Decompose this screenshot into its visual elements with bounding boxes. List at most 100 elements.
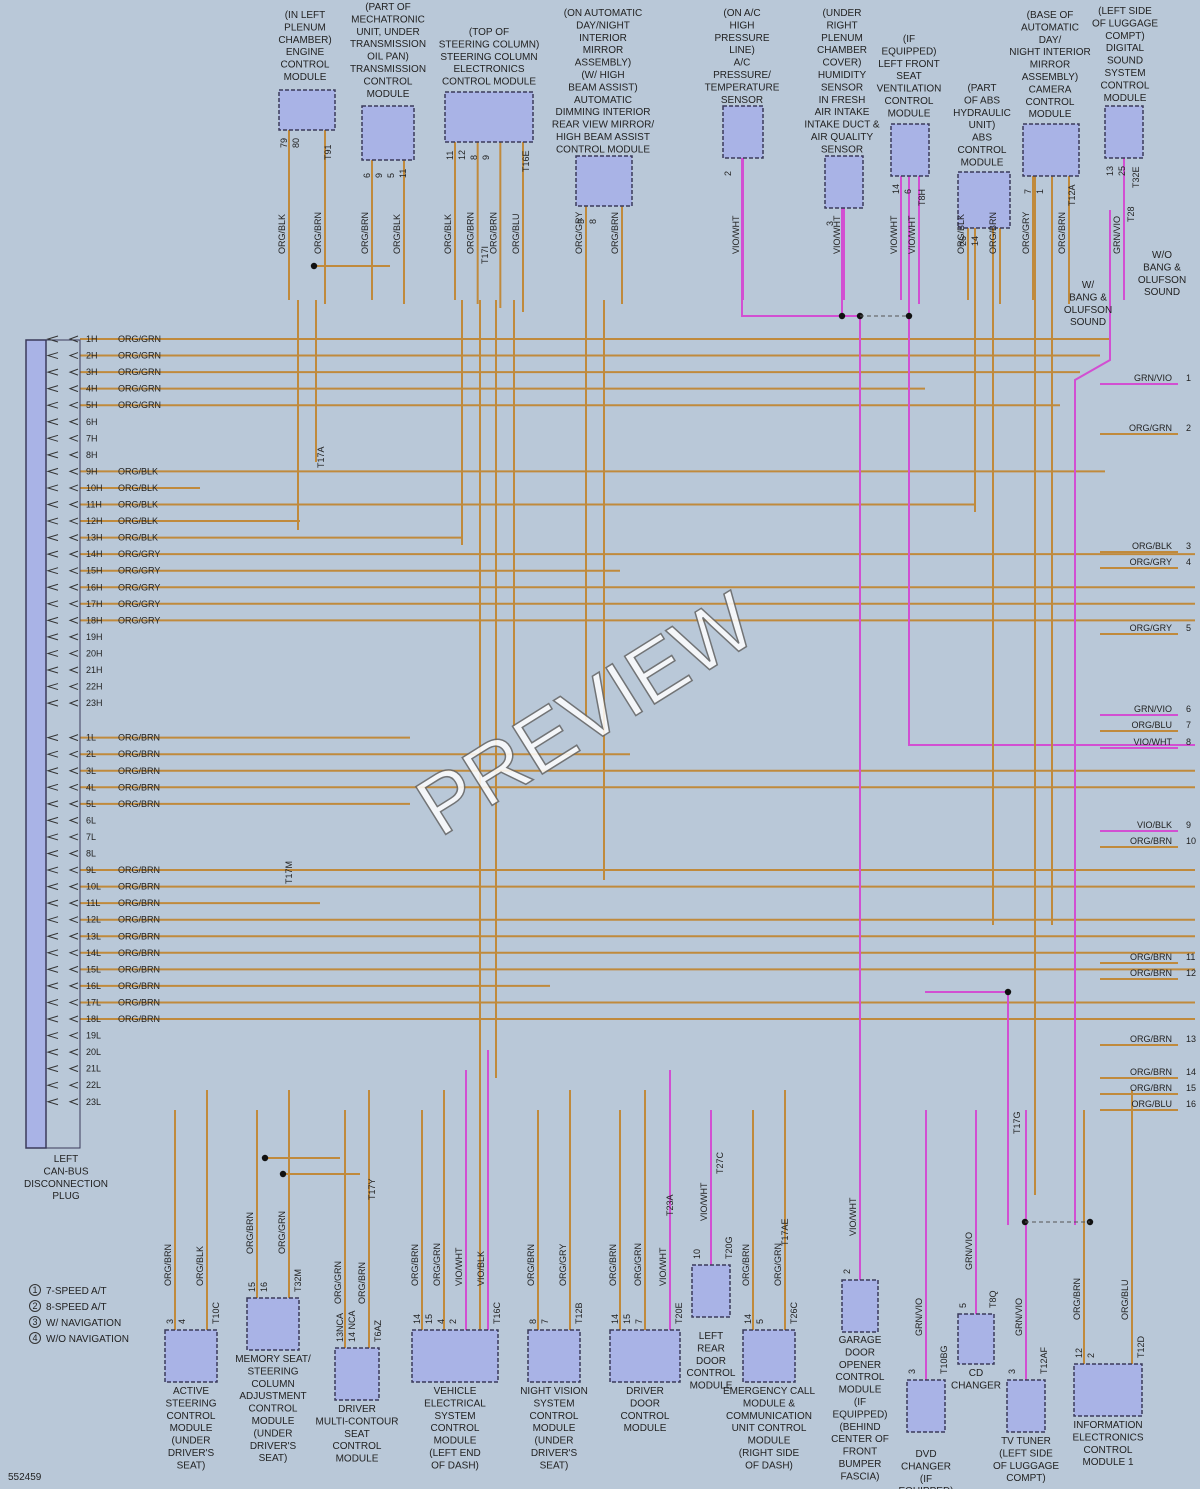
top-module-caption: UNIT) [969, 120, 996, 131]
top-module-wire-color: ORG/BRN [988, 212, 998, 254]
bottom-module-pin-number: 15 [247, 1282, 257, 1292]
top-module-caption: AIR QUALITY [811, 132, 874, 143]
bottom-module-caption: MODULE 1 [1082, 1457, 1134, 1468]
bottom-module-wire-color: ORG/BRN [410, 1244, 420, 1286]
plug-pin-marker [46, 850, 59, 857]
bottom-module-pin-number: 2 [1086, 1353, 1096, 1358]
bottom-module-box [609, 1329, 681, 1383]
plug-pin-marker [46, 567, 59, 575]
bottom-module-connector: T6AZ [373, 1319, 383, 1342]
bottom-module-caption: CENTER OF [831, 1434, 889, 1445]
plug-pin-marker [68, 484, 79, 492]
plug-pin-marker [46, 600, 59, 608]
bottom-module-pin-number: 5 [755, 1319, 765, 1324]
top-module-caption: BEAM ASSIST) [568, 82, 637, 93]
bottom-module-connector: T32M [293, 1269, 303, 1292]
plug-pin-marker [68, 1081, 79, 1089]
plug-pin-number: 2L [86, 749, 96, 759]
top-module-caption: HUMIDITY [818, 70, 867, 81]
note-text: W/ NAVIGATION [46, 1318, 121, 1329]
plug-pin-wire-color: ORG/BLK [118, 533, 158, 543]
plug-pin-number: 12H [86, 516, 103, 526]
bottom-module-caption: CHANGER [901, 1461, 951, 1472]
plug-pin-number: 9H [86, 466, 98, 476]
plug-pin-marker [68, 1098, 79, 1106]
bottom-module-pin-number: 14 [412, 1314, 422, 1324]
top-module-connector: T32E [1131, 166, 1141, 188]
connector-t17m: T17M [284, 861, 294, 884]
plug-pin-marker [68, 783, 79, 791]
bottom-module-caption: TV TUNER [1001, 1436, 1051, 1447]
top-module-wire-color: VIO/WHT [731, 215, 741, 254]
top-module-caption: OF ABS [964, 95, 1000, 106]
plug-pin-wire-color: ORG/GRN [118, 400, 161, 410]
bottom-module-connector: T10BG [939, 1345, 949, 1374]
note-marker [29, 1284, 41, 1296]
plug-pin-number: 6L [86, 815, 96, 825]
top-module-pin-number: 8 [588, 219, 598, 224]
bottom-module-caption: CONTROL [836, 1372, 885, 1383]
bottom-module-caption: GARAGE [839, 1335, 882, 1346]
bottom-module-caption: FASCIA) [841, 1471, 880, 1482]
bottom-module-caption: STEERING [165, 1398, 216, 1409]
plug-pin-marker [68, 850, 79, 857]
note-text: 8-SPEED A/T [46, 1302, 107, 1313]
plug-pin-number: 20L [86, 1047, 101, 1057]
plug-pin-marker [46, 899, 59, 907]
plug-pin-number: 12L [86, 915, 101, 925]
plug-pin-marker [68, 583, 79, 591]
right-ref-number: 8 [1186, 737, 1191, 747]
right-ref-number: 9 [1186, 820, 1191, 830]
plug-pin-marker [68, 750, 79, 758]
right-ref-number: 3 [1186, 541, 1191, 551]
plug-pin-marker [46, 866, 59, 874]
plug-pin-marker [68, 434, 79, 442]
top-module-wire-color: ORG/BRN [313, 212, 323, 254]
bottom-module-caption: SYSTEM [533, 1398, 574, 1409]
plug-pin-marker [68, 451, 79, 459]
memory-seat-splice-1 [261, 1154, 269, 1162]
plug-pin-marker [68, 949, 79, 957]
plug-pin-number: 1L [86, 733, 96, 743]
right-ref-number: 14 [1186, 1067, 1196, 1077]
top-module-pin-number: 9 [374, 173, 384, 178]
top-module-caption: AIR INTAKE [815, 107, 870, 118]
plug-pin-marker [68, 883, 79, 891]
top-module-wire-color: GRN/VIO [1112, 216, 1122, 254]
right-ref-number: 12 [1186, 968, 1196, 978]
top-module-caption: PRESSURE/ [713, 70, 771, 81]
bottom-module-caption: (UNDER [535, 1436, 574, 1447]
bottom-module-pin-number: 15 [424, 1314, 434, 1324]
sound-wire [1074, 210, 1111, 1225]
plug-pin-marker [68, 1048, 79, 1056]
plug-pin-wire-color: ORG/BRN [118, 981, 160, 991]
top-module-connector: T12A [1067, 184, 1077, 206]
top-module-pin-number: 14 [891, 184, 901, 194]
plug-pin-number: 9L [86, 865, 96, 875]
bottom-module-caption: CD [969, 1368, 983, 1379]
connector-t17g: T17G [1012, 1111, 1022, 1134]
top-module-connector: T91 [323, 144, 333, 160]
connector-t28: T28 [1126, 206, 1136, 222]
bottom-module-box [527, 1329, 581, 1383]
top-module-caption: TRANSMISSION [350, 39, 426, 50]
plug-pin-marker [46, 418, 59, 426]
right-ref-color: ORG/GRY [1130, 557, 1172, 567]
right-ref-color: VIO/WHT [1134, 737, 1173, 747]
plug-pin-marker [68, 517, 79, 525]
bottom-module-wire-color: ORG/BRN [245, 1212, 255, 1254]
plug-pin-marker [68, 418, 79, 426]
right-ref-color: ORG/BRN [1130, 1083, 1172, 1093]
bottom-module-box [164, 1329, 218, 1383]
plug-pin-marker [46, 833, 59, 841]
bottom-module-wire-color: VIO/BLK [476, 1251, 486, 1286]
top-module-pin-number: 14 [970, 236, 980, 246]
bottom-module-wire-color: ORG/GRN [773, 1243, 783, 1286]
plug-pin-number: 16H [86, 582, 103, 592]
plug-pin-marker [46, 666, 59, 674]
plug-pin-number: 20H [86, 648, 103, 658]
plug-pin-number: 13L [86, 931, 101, 941]
top-module-caption: NIGHT INTERIOR [1009, 47, 1090, 58]
connector-t17i: T17I [480, 246, 490, 264]
top-module-caption: ENGINE [286, 47, 325, 58]
